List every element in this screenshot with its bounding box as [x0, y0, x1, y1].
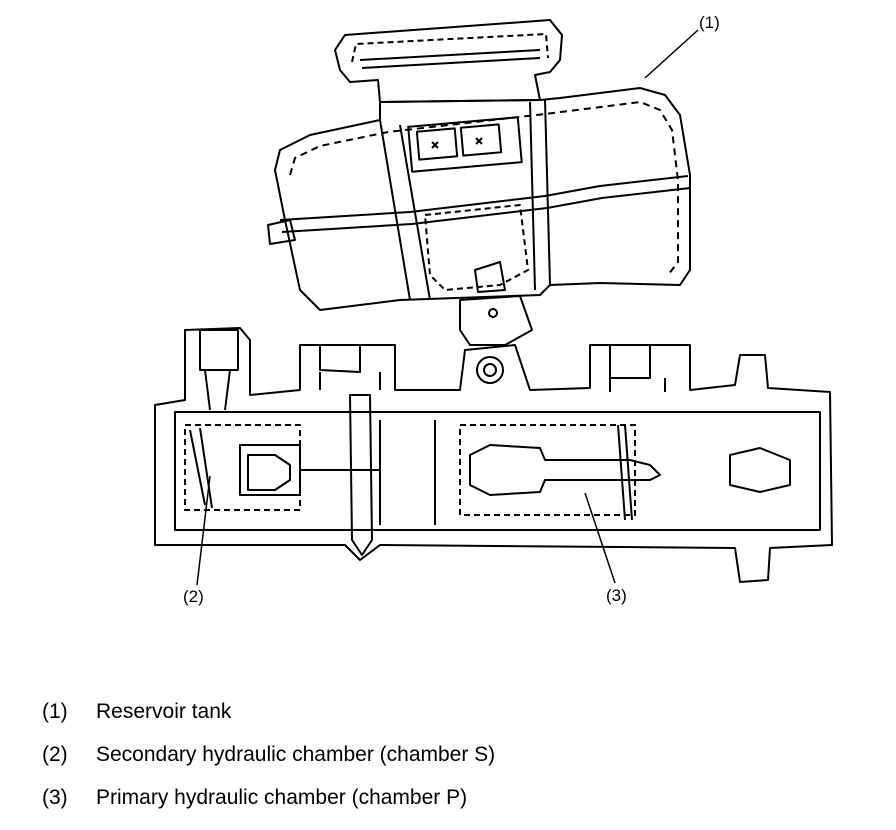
- primary-piston-assembly: [459, 424, 791, 521]
- cylinder-body: [154, 327, 833, 583]
- legend-text: Secondary hydraulic chamber (chamber S): [96, 743, 496, 766]
- legend-item: (1) Reservoir tank: [42, 700, 862, 743]
- callout-labels: (1) (2) (3): [183, 13, 720, 606]
- legend-number: (1): [42, 700, 68, 723]
- leader-lines: [196, 29, 699, 586]
- legend-number: (2): [42, 743, 68, 766]
- legend-item: (2) Secondary hydraulic chamber (chamber…: [42, 743, 862, 786]
- callout-1-label: (1): [699, 13, 720, 32]
- secondary-piston-assembly: [184, 424, 380, 511]
- callout-2-label: (2): [183, 587, 204, 606]
- reservoir-tank: [267, 19, 691, 346]
- legend-text: Primary hydraulic chamber (chamber P): [96, 786, 468, 809]
- legend-number: (3): [42, 786, 68, 809]
- legend-text: Reservoir tank: [96, 700, 232, 723]
- legend: (1) Reservoir tank (2) Secondary hydraul…: [42, 700, 862, 829]
- callout-3-label: (3): [606, 586, 627, 605]
- legend-item: (3) Primary hydraulic chamber (chamber P…: [42, 786, 862, 829]
